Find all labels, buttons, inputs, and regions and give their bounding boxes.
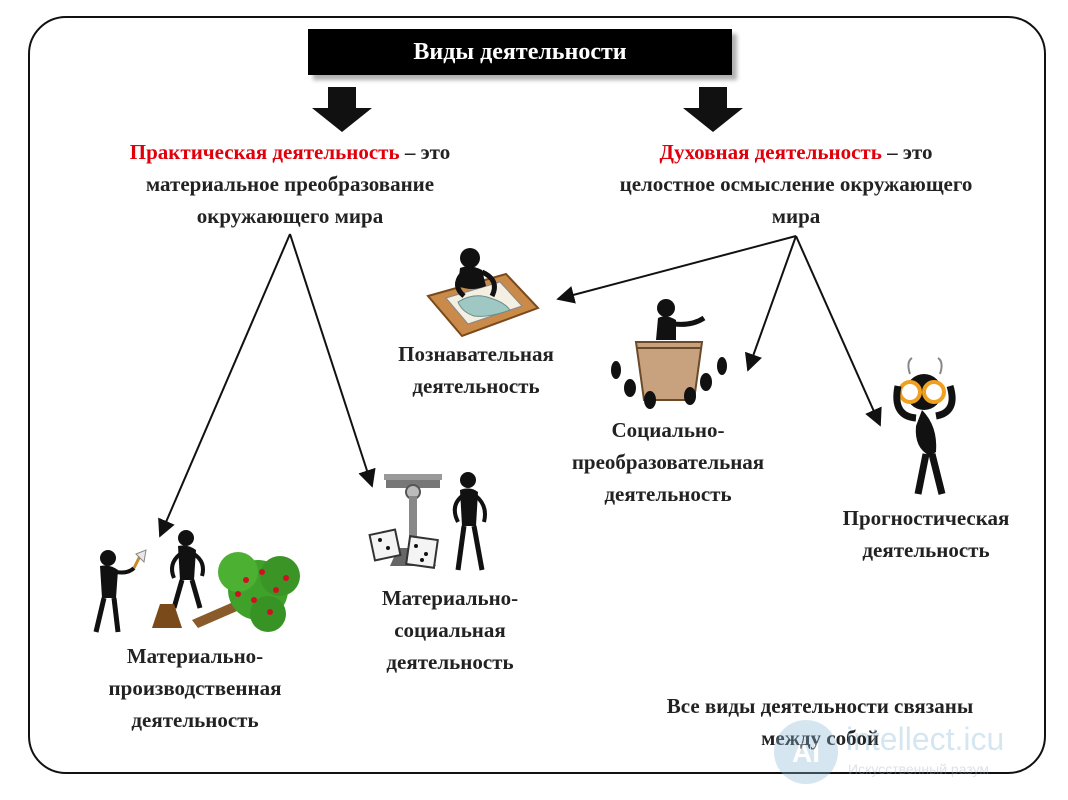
node-social-transform-line3: деятельность xyxy=(604,482,732,506)
node-material-production: Материально- производственная деятельнос… xyxy=(70,640,320,736)
node-social-transform: Социально- преобразовательная деятельнос… xyxy=(528,414,808,510)
node-material-social-line2: социальная xyxy=(394,618,506,642)
node-material-social: Материально- социальная деятельность xyxy=(340,582,560,678)
prognostic-illustration xyxy=(893,357,956,495)
slide-frame xyxy=(28,16,1046,774)
spiritual-definition: Духовная деятельность – это целостное ос… xyxy=(556,136,1036,232)
node-material-social-line1: Материально- xyxy=(381,586,519,610)
practical-definition: Практическая деятельность – это материал… xyxy=(60,136,520,232)
block-arrow-left xyxy=(312,87,372,132)
node-material-production-line3: деятельность xyxy=(131,708,259,732)
material-social-illustration xyxy=(368,472,487,571)
arrow-to-cognitive xyxy=(556,235,797,304)
footer-line2: между собой xyxy=(761,726,879,750)
practical-dash: – это xyxy=(399,140,451,164)
block-arrow-right xyxy=(683,87,743,132)
node-material-production-line1: Материально- xyxy=(126,644,264,668)
watermark-tagline: Искусственный разум xyxy=(848,761,989,777)
material-production-illustration xyxy=(93,530,300,633)
node-cognitive: Познавательная деятельность xyxy=(366,338,586,402)
node-social-transform-line2: преобразовательная xyxy=(571,450,765,474)
watermark-brand: intellect.icu xyxy=(846,721,1004,757)
practical-term: Практическая деятельность xyxy=(129,140,400,164)
node-cognitive-line2: деятельность xyxy=(412,374,540,398)
footer-statement: Все виды деятельности связаны между собо… xyxy=(600,690,1040,754)
cognitive-illustration xyxy=(426,248,540,338)
practical-line3: окружающего мира xyxy=(196,204,384,228)
arrow-to-material-production xyxy=(158,233,291,538)
practical-line2: материальное преобразование xyxy=(145,172,435,196)
social-transform-illustration xyxy=(611,299,727,409)
arrow-to-social-transform xyxy=(744,235,797,372)
node-material-production-line2: производственная xyxy=(108,676,282,700)
spiritual-dash: – это xyxy=(881,140,933,164)
node-prognostic-line2: деятельность xyxy=(862,538,990,562)
watermark-logo: AI intellect.icu Искусственный разум xyxy=(774,720,1004,784)
arrow-to-material-social xyxy=(289,233,376,488)
spiritual-line3: мира xyxy=(771,204,821,228)
node-prognostic: Прогностическая деятельность xyxy=(816,502,1036,566)
diagram-title: Виды деятельности xyxy=(308,29,732,75)
node-social-transform-line1: Социально- xyxy=(611,418,725,442)
arrow-to-prognostic xyxy=(795,235,882,427)
spiritual-term: Духовная деятельность xyxy=(659,140,882,164)
node-prognostic-line1: Прогностическая xyxy=(842,506,1010,530)
node-material-social-line3: деятельность xyxy=(386,650,514,674)
node-cognitive-line1: Познавательная xyxy=(398,342,554,366)
watermark-logo-mark: AI xyxy=(792,737,820,768)
footer-line1: Все виды деятельности связаны xyxy=(666,694,974,718)
spiritual-line2: целостное осмысление окружающего xyxy=(619,172,973,196)
